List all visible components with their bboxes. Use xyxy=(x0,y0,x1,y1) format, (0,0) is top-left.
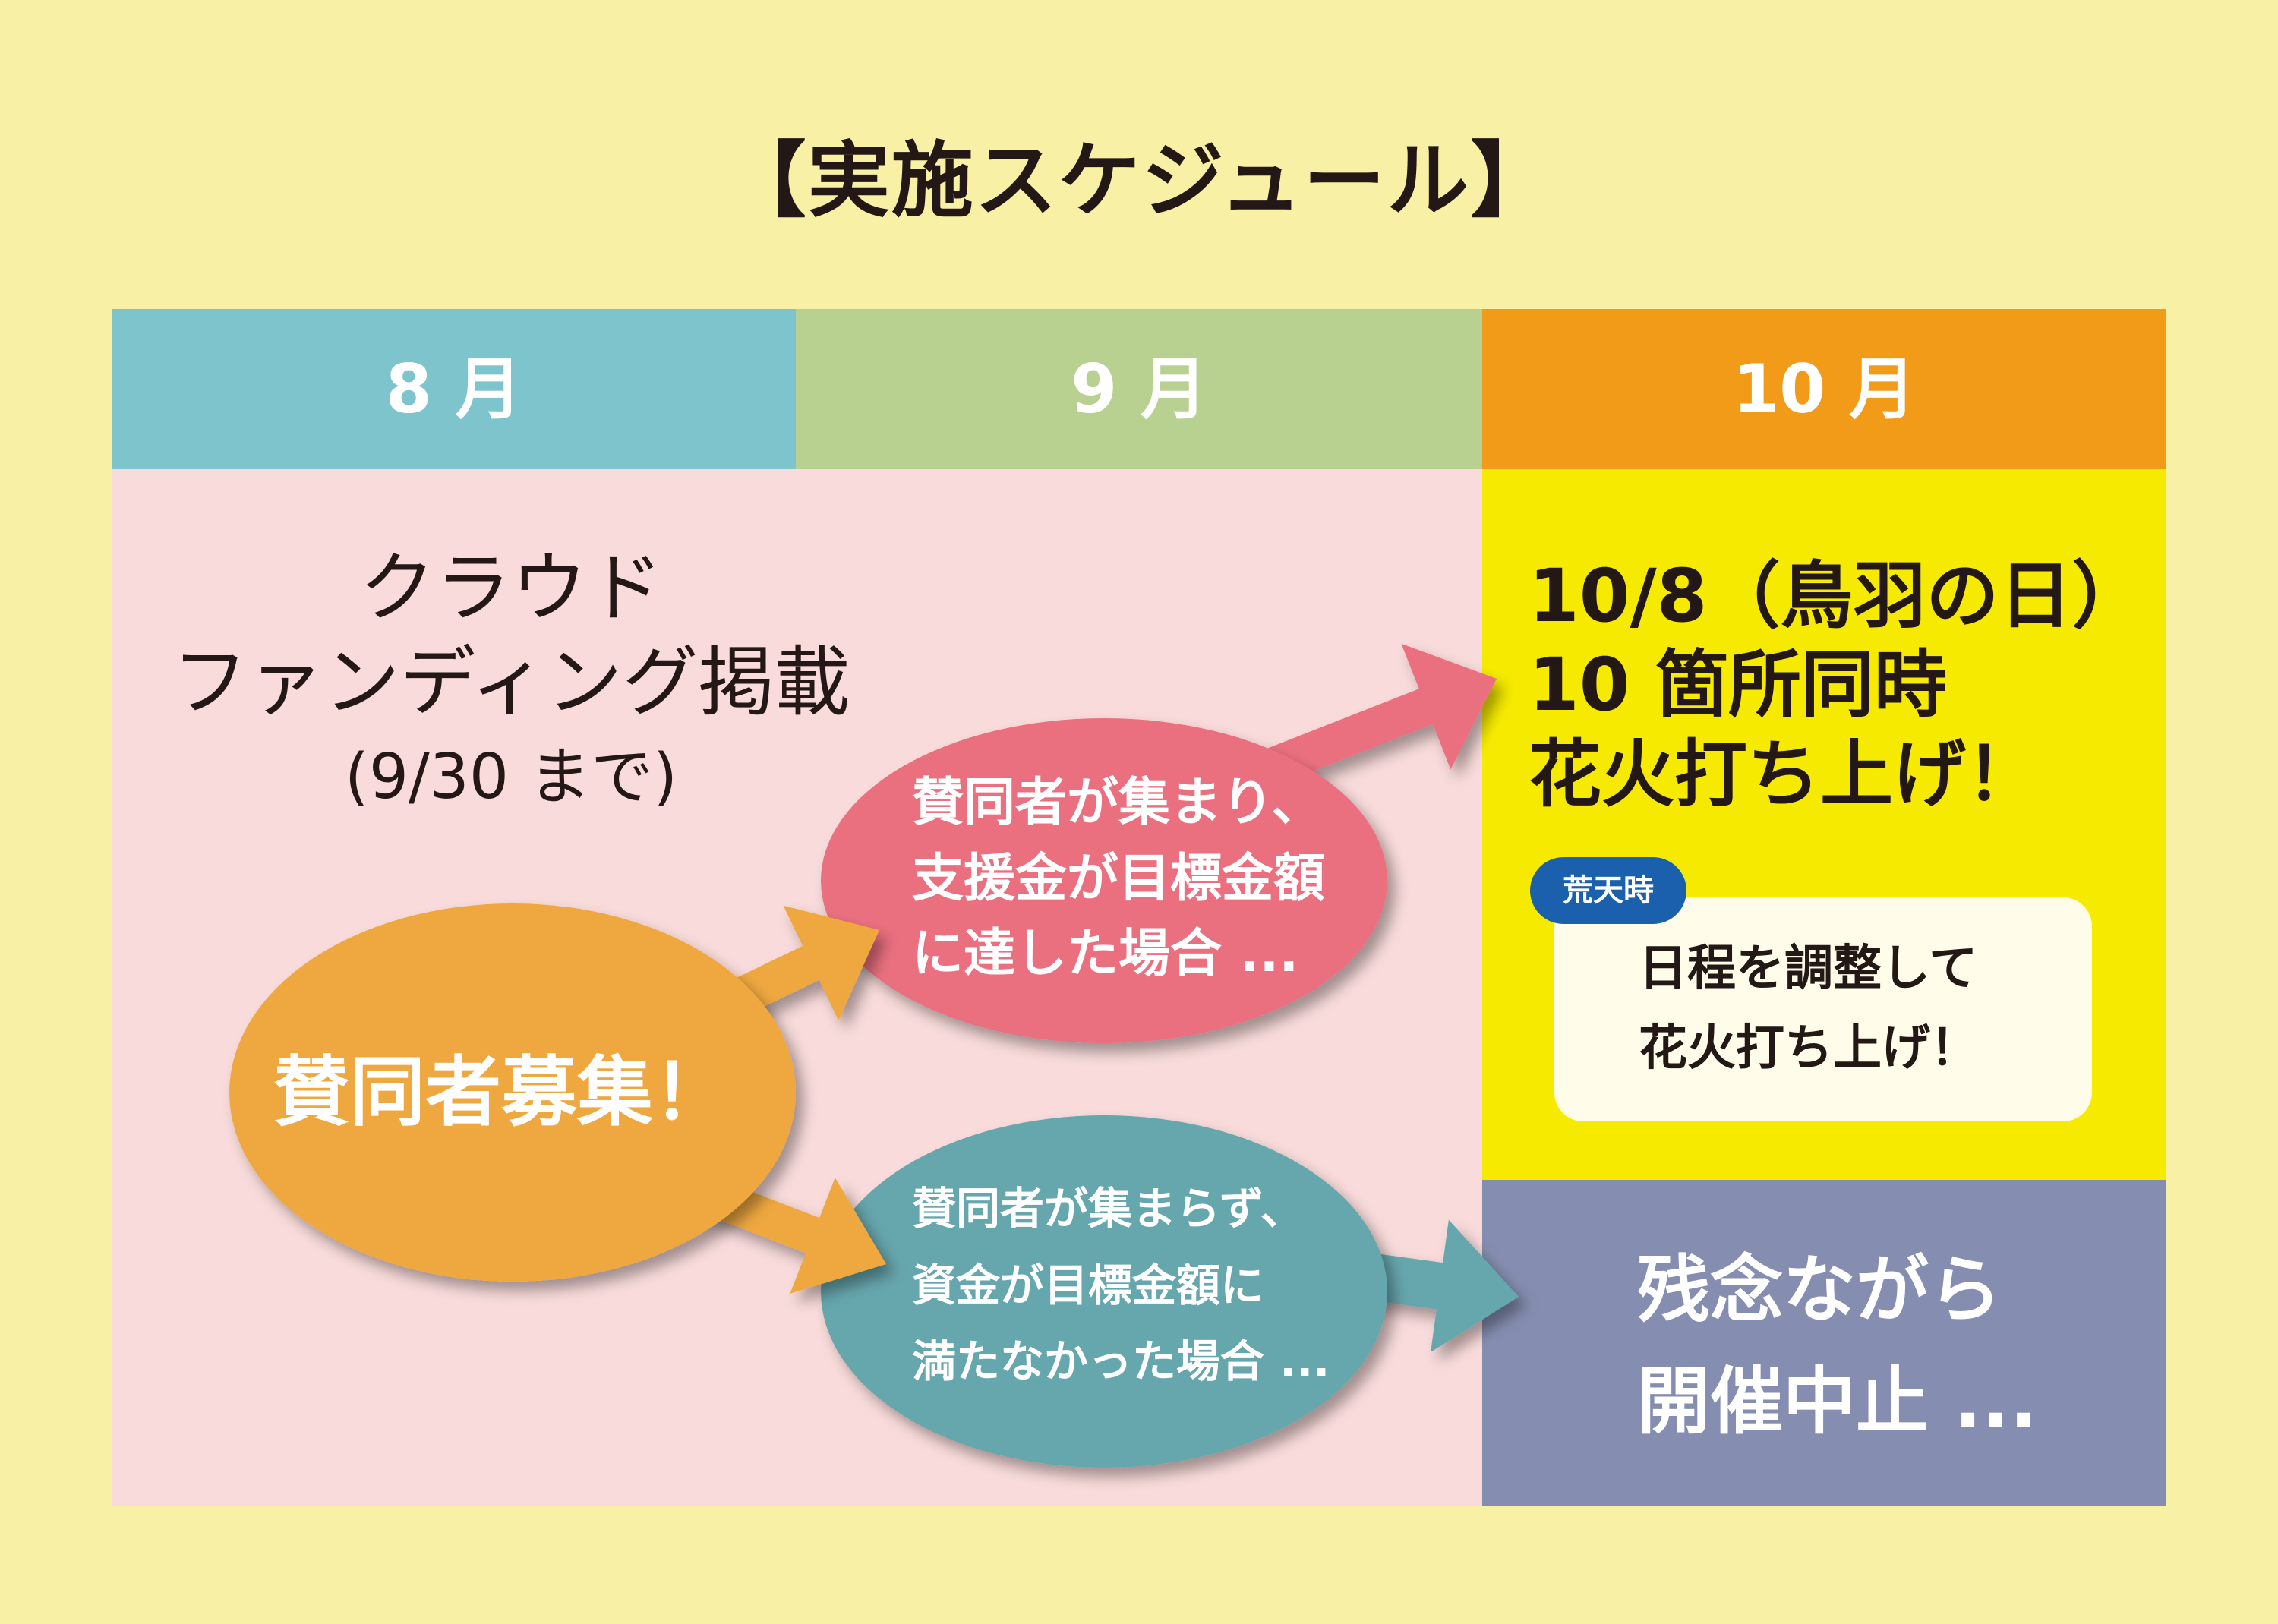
crowdfunding-period: (9/30 まで) xyxy=(344,741,678,813)
page-title: 【実施スケジュール】 xyxy=(724,134,1554,229)
cancel-line-2: 開催中止 ... xyxy=(1637,1359,2037,1444)
recruit-label: 賛同者募集！ xyxy=(273,1048,729,1137)
crowdfunding-line-1: クラウド xyxy=(359,544,663,632)
cancel-area xyxy=(1482,1180,2166,1506)
fireworks-line-1: 10/8（鳥羽の日） xyxy=(1529,553,2145,639)
success-line-2: 支援金が目標金額 xyxy=(912,849,1326,909)
rain-line-2: 花火打ち上げ！ xyxy=(1639,1020,1979,1077)
month-header-oct: 10 月 xyxy=(1482,309,2166,469)
month-header-aug: 8 月 xyxy=(112,309,796,469)
success-line-3: に達した場合 ... xyxy=(912,924,1299,984)
rain-line-1: 日程を調整して xyxy=(1639,941,1978,997)
failure-line-2: 資金が目標金額に xyxy=(912,1260,1265,1311)
success-line-1: 賛同者が集まり、 xyxy=(912,773,1324,833)
rain-plan-box xyxy=(1554,897,2092,1121)
rain-badge: 荒天時 xyxy=(1530,857,1686,924)
month-header-sep: 9 月 xyxy=(796,309,1482,469)
crowdfunding-line-2: ファンディング掲載 xyxy=(172,638,850,727)
cancel-line-1: 残念ながら xyxy=(1637,1247,2002,1332)
failure-line-3: 満たなかった場合 ... xyxy=(912,1335,1330,1387)
fireworks-line-3: 花火打ち上げ！ xyxy=(1529,732,2039,817)
fireworks-line-2: 10 箇所同時 xyxy=(1529,642,1948,727)
failure-line-1: 賛同者が集まらず、 xyxy=(912,1183,1305,1235)
